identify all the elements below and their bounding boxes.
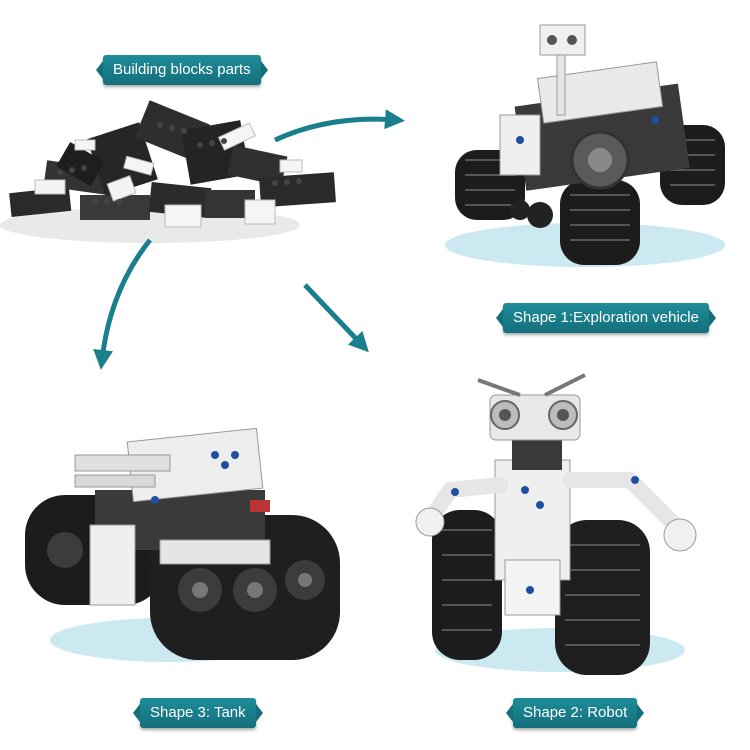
arrow-to-shape1 [273,109,405,143]
tank-model [25,427,340,662]
label-shape3-tank: Shape 3: Tank [133,698,263,728]
arrow-to-shape2 [303,283,369,353]
building-blocks-pile [0,100,336,243]
arrows [93,109,405,370]
label-shape1-exploration-vehicle: Shape 1:Exploration vehicle [496,303,716,333]
arrow-to-shape3 [93,238,152,370]
label-shape2-robot: Shape 2: Robot [505,698,645,728]
exploration-vehicle-model [445,24,725,267]
label-building-blocks-parts: Building blocks parts [96,55,268,85]
robot-model [415,373,697,675]
